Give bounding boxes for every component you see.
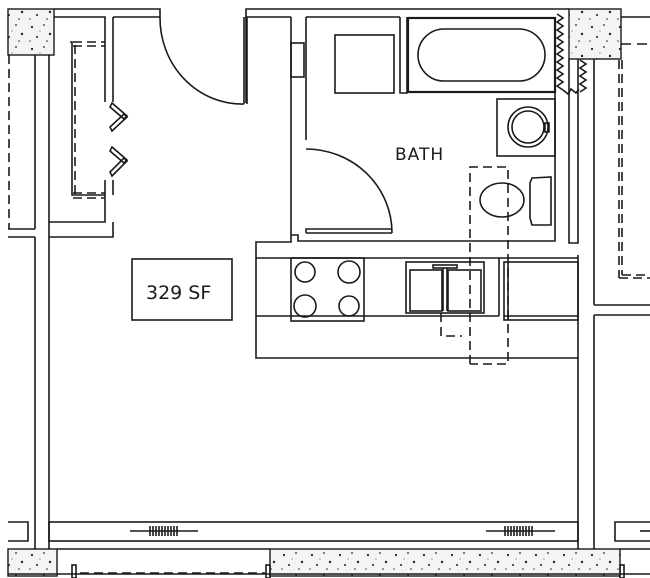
column-top-left (7, 8, 55, 56)
washer-dryer (496, 98, 556, 157)
slab-bottom-center (269, 548, 621, 577)
concrete-columns (7, 8, 622, 577)
left-wall (8, 180, 114, 549)
closet (8, 41, 129, 230)
bathtub (406, 16, 557, 94)
slab-bottom-left (7, 548, 58, 577)
entry-door[interactable] (159, 16, 248, 105)
top-walls (54, 8, 650, 103)
kitchen (256, 257, 579, 337)
toilet (469, 166, 552, 365)
bath-door[interactable] (305, 148, 393, 234)
bath-wall-opening (290, 42, 305, 78)
room-label-bath: BATH (395, 145, 444, 165)
window-latch-left (149, 526, 178, 536)
window-wall (8, 521, 650, 578)
bath-walls (255, 17, 578, 359)
area-label: 329 SF (146, 282, 211, 304)
bath-label: BATH (395, 145, 444, 165)
window-sill (48, 521, 579, 542)
closet-bifold-doors[interactable] (109, 101, 129, 178)
right-wall (555, 13, 650, 549)
kitchen-sink (405, 261, 485, 337)
range-cooktop (290, 257, 365, 322)
refrigerator (503, 261, 579, 321)
window-latch-right (504, 526, 533, 536)
bath-vanity-sink (334, 34, 395, 94)
area-label-box: 329 SF (131, 258, 233, 321)
column-top-right (568, 8, 622, 60)
